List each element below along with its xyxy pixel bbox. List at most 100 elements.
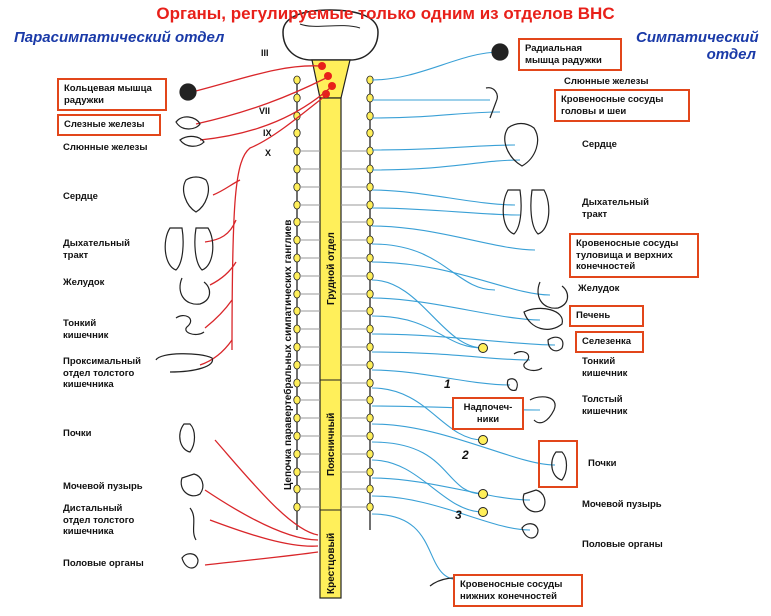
ganglion-left-23 (293, 484, 301, 494)
right-label-iris-radial: Радиальная мышца радужки (518, 38, 622, 71)
left-label-salivary: Слюнные железы (63, 142, 148, 153)
right-label-heart: Сердце (582, 139, 617, 150)
ganglion-left-6 (293, 182, 301, 192)
sympathetic-fibre-5 (371, 189, 516, 206)
fibre-iii-eye (191, 65, 321, 93)
ganglion-left-0 (293, 75, 301, 85)
ganglion-left-7 (293, 200, 301, 210)
ganglion-right-23 (366, 484, 374, 494)
ganglion-left-8 (293, 217, 301, 227)
nerve-vii-label: VII (259, 106, 271, 116)
sympathetic-fibre-11 (371, 297, 541, 321)
left-label-stomach: Желудок (63, 277, 105, 288)
left-label-respiratory: Дыхательный тракт (63, 238, 130, 261)
sympathetic-fibre-15 (371, 369, 511, 386)
organ-sketches (155, 43, 569, 587)
left-label-heart: Сердце (63, 191, 98, 202)
left-label-lacrimal: Слезные железы (57, 114, 161, 136)
ganglion-right-2 (366, 111, 374, 121)
left-bladder (180, 473, 204, 497)
ganglion-right-9 (366, 235, 374, 245)
ganglion-left-12 (293, 289, 301, 299)
right-kidney-highlight (538, 440, 578, 488)
left-lacrimal-gland (175, 116, 201, 130)
right-spleen (547, 336, 564, 352)
left-distal-colon (189, 507, 197, 541)
left-genitals (181, 553, 199, 569)
ganglion-right-11 (366, 271, 374, 281)
ganglion-right-12 (366, 289, 374, 299)
ganglion-left-20 (293, 431, 301, 441)
parasympathetic-header: Парасимпатический отдел (14, 29, 225, 46)
ganglion-right-19 (366, 413, 374, 423)
ganglion-right-5 (366, 164, 374, 174)
ganglion-left-24 (293, 502, 301, 512)
lumbar-section-label: Поясничный (326, 412, 337, 476)
left-label-bladder: Мочевой пузырь (63, 481, 143, 492)
ganglion-number-2: 2 (462, 448, 469, 462)
left-label-distal-colon: Дистальный отдел толстого кишечника (63, 503, 135, 537)
right-label-stomach: Желудок (578, 283, 620, 294)
ganglia-group (293, 75, 374, 512)
nerve-iii-label: III (261, 48, 269, 58)
ganglion-number-3: 3 (455, 508, 462, 522)
ganglion-left-3 (293, 128, 301, 138)
ganglion-right-15 (366, 342, 374, 352)
left-lungs (164, 227, 214, 271)
left-salivary-gland (179, 135, 205, 147)
nerve-ix-label: IX (263, 128, 272, 138)
right-label-salivary: Слюнные железы (564, 76, 649, 87)
sympathetic-fibre-2 (371, 111, 501, 119)
sympathetic-fibre-16 (371, 387, 484, 441)
sympathetic-fibre-9 (371, 261, 551, 296)
fibre-x-heart (212, 179, 241, 196)
inferior-mesenteric-ganglion-a (478, 489, 488, 499)
left-label-kidneys: Почки (63, 428, 92, 439)
inferior-mesenteric-ganglion-b (478, 507, 488, 517)
ganglion-left-1 (293, 93, 301, 103)
left-label-genitals: Половые органы (63, 558, 144, 569)
ganglion-left-14 (293, 324, 301, 334)
sacral-section-label: Крестцовый (326, 532, 337, 594)
spinal-cord (319, 97, 342, 599)
sympathetic-header: Симпатический отдел (636, 29, 759, 63)
right-liver (523, 307, 563, 330)
right-kidney (551, 451, 568, 481)
fibre-x-colon (199, 339, 233, 366)
ganglion-right-21 (366, 449, 374, 459)
left-label-proximal-colon: Проксимальный отдел толстого кишечника (63, 356, 141, 390)
ganglion-left-4 (293, 146, 301, 156)
left-small-intestine (175, 314, 205, 336)
right-salivary-gland (485, 87, 498, 119)
right-adrenal (506, 378, 518, 391)
fibre-x-intestine (204, 299, 233, 329)
ganglion-right-3 (366, 128, 374, 138)
fibre-sacral-kidney (214, 439, 319, 536)
right-label-spleen: Селезенка (575, 331, 644, 353)
fibre-ix-salivary (199, 87, 331, 141)
ganglion-right-8 (366, 217, 374, 227)
right-label-trunk-vessels: Кровеносные сосуды туловища и верхних ко… (569, 233, 699, 278)
brain-shape (282, 9, 379, 61)
ganglion-right-14 (366, 324, 374, 334)
right-genitals (521, 523, 539, 539)
sympathetic-fibre-13 (371, 333, 556, 346)
right-bladder (522, 489, 546, 513)
sympathetic-fibre-22 (371, 495, 531, 531)
right-large-intestine (529, 396, 556, 424)
sympathetic-fibre-8 (371, 243, 496, 291)
thoracic-section-label: Грудной отдел (326, 232, 337, 305)
right-stomach (537, 281, 569, 309)
fibre-sacral-bladder (204, 489, 319, 541)
right-heart (504, 122, 539, 167)
ganglion-left-10 (293, 253, 301, 263)
right-label-large-intestine: Толстый кишечник (582, 394, 628, 417)
ganglion-chain-label: Цепочка паравертебральных симпатических … (283, 219, 294, 490)
sympathetic-fibre-12 (371, 315, 484, 349)
sympathetic-fibre-14 (371, 351, 531, 361)
ganglion-left-15 (293, 342, 301, 352)
ganglion-left-18 (293, 395, 301, 405)
right-label-kidneys: Почки (588, 458, 617, 469)
